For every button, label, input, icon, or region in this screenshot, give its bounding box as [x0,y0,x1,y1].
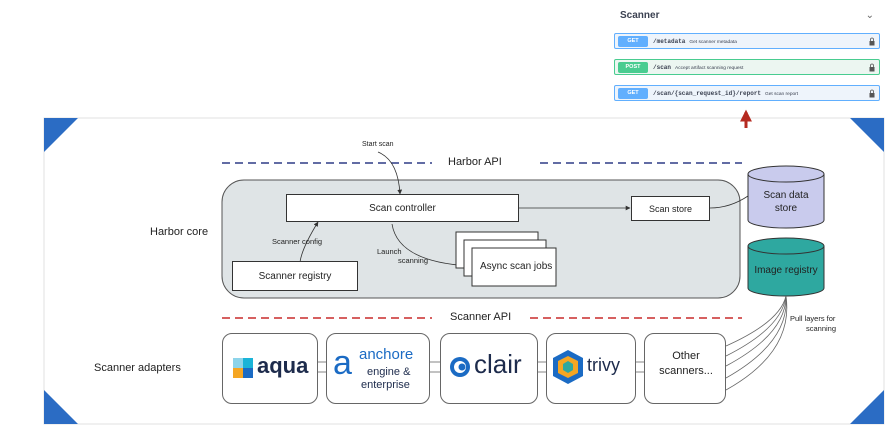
corner-bottom-right [850,390,884,424]
anchore-logo-icon: a [333,344,352,382]
operation-summary: Accept artifact scanning request [675,66,744,71]
method-badge: GET [618,36,648,47]
start-scan-arrow [377,151,403,195]
other-label-1: Other [672,350,700,362]
harbor-api-label: Harbor API [448,156,502,168]
path-text: /scan [653,64,672,71]
scanner-config-arrow [299,221,319,263]
image-registry-label: Image registry [754,265,818,276]
scan-data-store-label-1: Scan data [763,190,809,201]
scanning-label: scanning [398,256,429,265]
scan-data-store-cylinder [747,165,825,229]
adapter-anchore: a anchore engine & enterprise [326,333,430,404]
corner-bottom-left [44,390,78,424]
lock-icon[interactable] [869,63,875,72]
image-registry-cylinder [747,237,825,297]
method-badge: POST [618,62,648,73]
scanner-adapters-label: Scanner adapters [94,362,181,374]
path-text: /metadata [653,38,686,45]
pull-layers-label-1: Pull layers for [790,314,836,323]
launch-label: Launch [377,247,402,256]
trivy-name: trivy [587,355,620,375]
other-label-2: scanners... [659,365,713,377]
lock-icon[interactable] [869,37,875,46]
corner-top-right [850,118,884,152]
adapter-trivy: trivy [546,333,636,404]
aqua-name: aqua [257,353,309,378]
scan-controller-label: Scan controller [369,202,436,214]
anchore-name: anchore [359,346,414,363]
anchore-sub-2: enterprise [361,379,410,391]
clair-logo-icon [450,357,470,377]
trivy-logo-icon [553,350,583,384]
lock-icon[interactable] [869,89,875,98]
method-badge: GET [618,88,648,99]
scanner-api-label: Scanner API [450,311,512,323]
operation-summary: Get scan report [765,92,799,97]
scan-controller-box: Scan controller [286,194,519,222]
scan-store-box: Scan store [631,196,710,221]
pull-layers-label-2: scanning [806,324,837,333]
anchore-sub-1: engine & [367,366,411,378]
store-to-data-line [709,195,749,209]
scan-data-store-label-2: store [774,203,798,214]
start-scan-label: Start scan [362,141,394,148]
adapter-connectors [318,361,644,373]
chevron-down-icon[interactable]: ⌄ [865,10,874,21]
path-text: /scan/{scan_request_id}/report [653,90,762,97]
operation-summary: Get scanner metadata [689,40,737,45]
corner-top-left [44,118,78,152]
scanner-registry-box: Scanner registry [232,261,358,291]
scanner-registry-label: Scanner registry [258,270,332,282]
adapter-clair: clair [440,333,538,404]
scanner-config-label: Scanner config [272,237,323,246]
harbor-core-label: Harbor core [150,226,209,238]
panel-title: Scanner [620,10,660,21]
async-job-card-front [471,247,557,287]
adapter-aqua: aqua [222,333,318,404]
clair-name: clair [474,349,522,379]
pull-layers-lines [725,295,788,391]
scan-store-label: Scan store [648,203,693,214]
adapter-other: Other scanners... [644,333,726,404]
async-scan-jobs-label: Async scan jobs [480,261,553,272]
aqua-logo-icon [233,358,253,378]
